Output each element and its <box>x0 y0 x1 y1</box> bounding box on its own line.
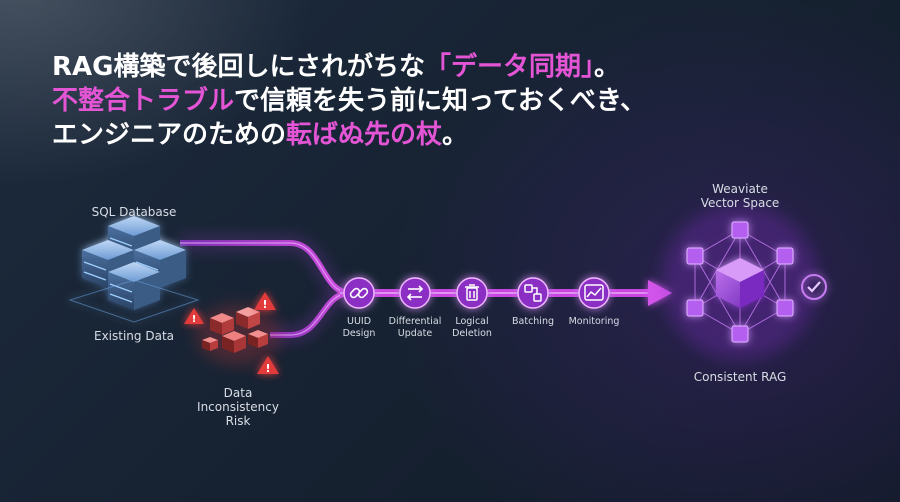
vector-space-icon <box>662 204 818 360</box>
headline-line-3-tail: 。 <box>442 120 469 150</box>
step-label-logical-deletion: Logical Deletion <box>442 316 502 340</box>
step-label-logical-deletion-line-2: Deletion <box>452 328 492 339</box>
headline: RAG構築で後回しにされがちな「データ同期」。 不整合トラブルで信頼を失う前に知… <box>52 50 872 152</box>
step-node-monitoring <box>578 277 610 309</box>
step-label-uuid-line-1: UUID <box>346 316 372 327</box>
sql-database-icon <box>68 216 200 323</box>
target-caption: Consistent RAG <box>693 370 787 384</box>
risk-label-line-1: Data <box>223 386 253 400</box>
warning-icon: ! <box>184 308 204 325</box>
batch-icon <box>524 284 542 302</box>
trash-icon <box>465 284 479 301</box>
headline-line-2-accent: 不整合トラブル <box>52 86 235 116</box>
check-badge-icon <box>801 274 827 300</box>
risk-label-line-2: Inconsistency <box>197 400 279 414</box>
target-title: Weaviate Vector Space <box>680 182 800 210</box>
step-label-batching: Batching <box>503 316 563 328</box>
step-node-logical-deletion <box>456 277 488 309</box>
headline-line-1: RAG構築で後回しにされがちな「データ同期」。 <box>52 50 872 84</box>
headline-line-3: エンジニアのための転ばぬ先の杖。 <box>52 118 872 152</box>
swap-arrows-icon <box>406 285 424 301</box>
target-title-line-1: Weaviate <box>712 182 768 196</box>
svg-text:!: ! <box>192 314 197 325</box>
risk-label: Data Inconsistency Risk <box>178 386 298 428</box>
step-node-batching <box>517 277 549 309</box>
step-label-batching-line-1: Batching <box>512 316 554 327</box>
link-icon <box>349 287 369 299</box>
headline-line-3-text: エンジニアのための <box>52 120 287 150</box>
target-title-line-2: Vector Space <box>700 196 780 210</box>
headline-line-1-text: RAG構築で後回しにされがちな <box>52 52 425 82</box>
step-label-monitoring: Monitoring <box>559 316 629 328</box>
risk-label-line-3: Risk <box>225 414 251 428</box>
step-label-differential-line-2: Update <box>397 328 433 339</box>
step-label-uuid: UUID Design <box>329 316 389 340</box>
step-label-differential: Differential Update <box>380 316 450 340</box>
warning-icon: ! <box>257 356 279 375</box>
svg-text:!: ! <box>262 298 267 311</box>
pipe-upper <box>180 238 351 298</box>
svg-text:!: ! <box>265 362 270 375</box>
flow-arrowhead <box>648 280 672 306</box>
source-caption: Existing Data <box>94 329 174 343</box>
step-label-differential-line-1: Differential <box>388 316 442 327</box>
chart-line-icon <box>584 284 604 301</box>
warning-icon: ! <box>254 292 276 311</box>
step-node-differential <box>399 277 431 309</box>
headline-line-2: 不整合トラブルで信頼を失う前に知っておくべき、 <box>52 84 872 118</box>
source-title: SQL Database <box>91 205 177 219</box>
headline-line-3-accent: 転ばぬ先の杖 <box>286 120 443 150</box>
step-node-uuid <box>343 277 375 309</box>
inconsistency-blocks-icon <box>196 305 280 365</box>
step-label-logical-deletion-line-1: Logical <box>455 316 489 327</box>
step-label-monitoring-line-1: Monitoring <box>568 316 620 327</box>
pipe-main <box>340 280 672 306</box>
headline-line-1-accent: 「データ同期」 <box>424 52 594 82</box>
headline-line-1-tail: 。 <box>593 52 620 82</box>
headline-line-2-text: で信頼を失う前に知っておくべき、 <box>234 86 647 116</box>
step-label-uuid-line-2: Design <box>342 328 376 339</box>
